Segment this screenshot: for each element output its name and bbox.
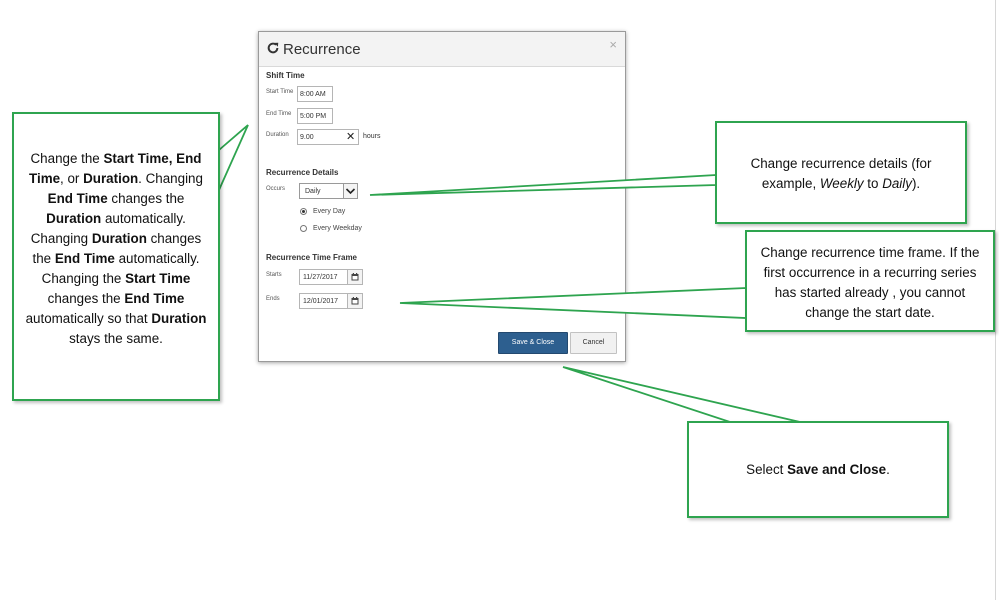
start-time-input[interactable]: 8:00 AM bbox=[297, 86, 333, 102]
recurrence-dialog: Recurrence × Shift Time Start Time 8:00 … bbox=[258, 31, 626, 362]
radio-every-weekday-label: Every Weekday bbox=[313, 225, 362, 232]
radio-every-day[interactable] bbox=[300, 208, 307, 215]
radio-every-weekday[interactable] bbox=[300, 225, 307, 232]
shift-time-title: Shift Time bbox=[266, 71, 305, 80]
recurrence-time-frame-title: Recurrence Time Frame bbox=[266, 253, 358, 262]
callout-details: Change recurrence details (for example, … bbox=[715, 121, 967, 224]
occurs-value: Daily bbox=[305, 188, 321, 195]
occurs-label: Occurs bbox=[266, 186, 286, 192]
save-close-button[interactable]: Save & Close bbox=[498, 332, 568, 354]
end-time-label: End Time bbox=[266, 111, 292, 117]
starts-date-value: 11/27/2017 bbox=[303, 274, 338, 281]
duration-value: 9.00 bbox=[300, 134, 314, 141]
calendar-icon[interactable] bbox=[347, 270, 362, 284]
callout-pointer-save bbox=[562, 366, 801, 423]
callout-pointer-times bbox=[218, 124, 249, 191]
starts-label: Starts bbox=[266, 272, 282, 278]
duration-unit: hours bbox=[363, 133, 381, 140]
ends-date-value: 12/01/2017 bbox=[303, 298, 339, 305]
refresh-icon bbox=[267, 42, 279, 54]
close-icon[interactable]: × bbox=[609, 37, 617, 52]
cancel-button[interactable]: Cancel bbox=[570, 332, 617, 354]
callout-times: Change the Start Time, End Time, or Dura… bbox=[12, 112, 220, 401]
duration-input[interactable]: 9.00 ✕ bbox=[297, 129, 359, 145]
recurrence-details-title: Recurrence Details bbox=[266, 168, 339, 177]
start-time-label: Start Time bbox=[266, 89, 294, 95]
starts-date-input[interactable]: 11/27/2017 bbox=[299, 269, 363, 285]
callout-time-frame: Change recurrence time frame. If the fir… bbox=[745, 230, 995, 332]
calendar-icon[interactable] bbox=[347, 294, 362, 308]
dialog-header: Recurrence × bbox=[259, 32, 625, 67]
duration-label: Duration bbox=[266, 132, 289, 138]
clear-icon[interactable]: ✕ bbox=[346, 131, 356, 143]
callout-save: Select Save and Close. bbox=[687, 421, 949, 518]
radio-every-day-label: Every Day bbox=[313, 208, 346, 215]
dialog-title: Recurrence bbox=[283, 41, 361, 58]
occurs-select[interactable]: Daily bbox=[299, 183, 358, 199]
ends-date-input[interactable]: 12/01/2017 bbox=[299, 293, 363, 309]
page-edge-line bbox=[995, 0, 996, 600]
end-time-input[interactable]: 5:00 PM bbox=[297, 108, 333, 124]
ends-label: Ends bbox=[266, 296, 280, 302]
chevron-down-icon bbox=[343, 184, 357, 198]
